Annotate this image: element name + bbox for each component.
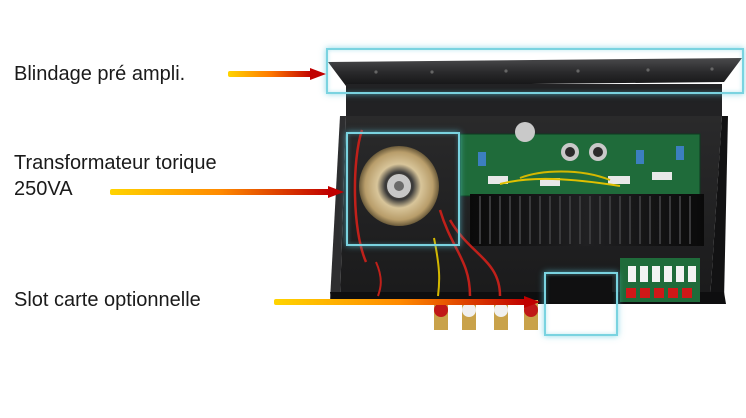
- heatsink: [470, 194, 704, 246]
- callout-option-slot-label: Slot carte optionnelle: [14, 289, 201, 311]
- arrow-right-icon: [228, 68, 326, 80]
- arrow-right-icon: [110, 186, 344, 198]
- callout-transformer-label-line2: 250VA: [14, 178, 73, 200]
- arrow-right-icon: [274, 296, 540, 308]
- amplifier-pcb: [460, 134, 700, 196]
- preamp-shield: [328, 58, 742, 86]
- option-slot-cover: [546, 276, 612, 302]
- callout-transformer-label-line1: Transformateur torique: [14, 152, 217, 174]
- callout-preamp-shield-label: Blindage pré ampli.: [14, 63, 186, 85]
